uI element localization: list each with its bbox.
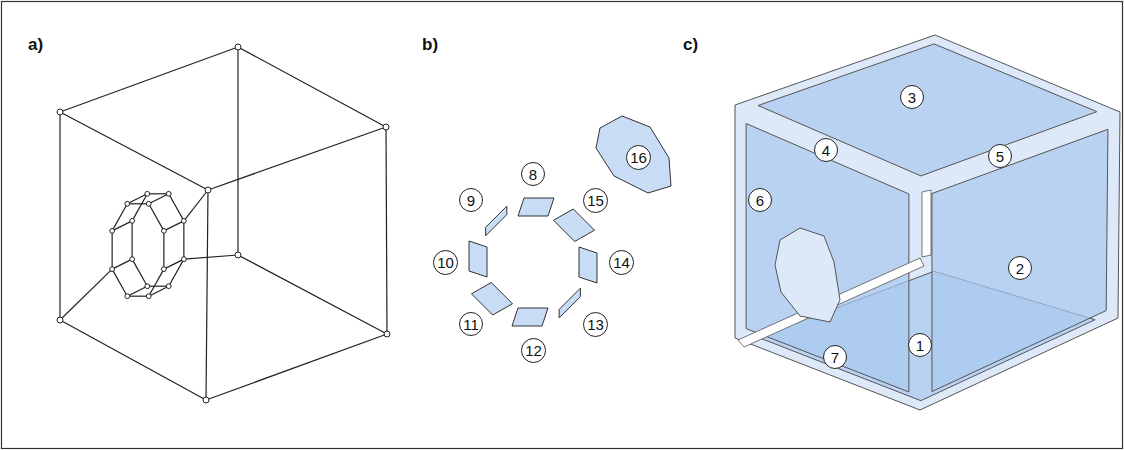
cube-body: [735, 35, 1120, 410]
graph-vertex: [203, 397, 209, 403]
plane-cube: [735, 35, 1120, 410]
graph-edge: [132, 259, 147, 286]
graph-edge: [149, 194, 169, 204]
callout-number: 2: [1008, 256, 1032, 280]
graph-vertex: [145, 191, 150, 196]
graph-edge: [147, 286, 168, 287]
graph-vertex: [110, 228, 115, 233]
graph-edge: [132, 221, 133, 259]
callout-number: 10: [433, 250, 458, 275]
graph-vertex: [161, 228, 166, 233]
graph-edge: [127, 286, 147, 296]
graph-edge: [127, 296, 148, 297]
right-plane: [932, 129, 1108, 391]
callout-number: 11: [459, 312, 483, 336]
graph-vertex: [161, 267, 166, 272]
graph-vertex: [57, 109, 63, 115]
left-plane: [746, 124, 909, 392]
graph-edge: [184, 255, 238, 259]
graph-vertex: [146, 294, 151, 299]
graph-vertex: [125, 294, 130, 299]
graph-edge: [60, 112, 208, 190]
callout-number: 1: [908, 333, 932, 357]
tile-ring: [469, 116, 671, 326]
graph-edge: [112, 221, 132, 231]
graph-vertex: [181, 257, 186, 262]
callout-number: 16: [626, 145, 651, 170]
graph-vertex: [235, 252, 241, 258]
callout-number: 9: [459, 188, 483, 212]
graph-vertex: [181, 218, 186, 223]
graph-edge: [163, 231, 164, 269]
graph-vertex: [383, 124, 389, 130]
graph-edge: [386, 127, 387, 334]
panel-label: b): [422, 36, 438, 53]
ring-tile: [486, 206, 507, 236]
panel-label: a): [28, 36, 43, 53]
graph-vertex: [130, 257, 135, 262]
callout-number: 4: [814, 138, 838, 162]
callout-number: 14: [609, 250, 634, 275]
plane-hole: [775, 228, 840, 322]
graph-edge: [127, 194, 147, 204]
graph-edge: [149, 204, 164, 231]
graph-vertex: [110, 267, 115, 272]
callout-number: 5: [988, 144, 1012, 168]
ring-tile: [471, 283, 512, 316]
graph-edge: [164, 259, 184, 269]
graph-edge: [60, 47, 238, 112]
graph-edge: [169, 194, 184, 221]
graph-edge: [60, 269, 112, 320]
ring-tile: [559, 288, 580, 318]
ring-tile: [512, 308, 548, 326]
cut-slit: [922, 190, 931, 257]
graph-vertex: [125, 201, 130, 206]
graph-vertex: [384, 331, 390, 337]
callout-number: 3: [900, 85, 924, 109]
ring-tile: [554, 209, 595, 242]
graph-vertex: [146, 201, 151, 206]
graph-edge: [206, 190, 208, 400]
graph-edge: [238, 255, 387, 334]
callout-number: 6: [748, 188, 772, 212]
graph-edge: [112, 269, 127, 296]
callout-number: 12: [521, 338, 546, 363]
ring-tile: [518, 198, 554, 216]
callout-number: 7: [823, 345, 847, 369]
callout-number: 8: [521, 162, 545, 186]
graph-vertex: [130, 218, 135, 223]
ring-tile: [579, 247, 597, 283]
graph-edge: [149, 286, 169, 296]
graph-vertex: [166, 191, 171, 196]
graph-edge: [237, 47, 238, 255]
ring-tile: [469, 241, 487, 277]
graph-edge: [127, 203, 148, 204]
graph-vertex: [205, 187, 211, 193]
panel-label: c): [683, 36, 698, 53]
graph-vertex: [145, 284, 150, 289]
callout-number: 15: [583, 188, 608, 213]
graph-edge: [208, 127, 386, 190]
graph-edge: [206, 334, 387, 400]
graph-vertex: [166, 284, 171, 289]
octagon-tile: [596, 116, 671, 193]
graph-edge: [112, 231, 113, 269]
graph-edge: [183, 221, 184, 259]
cube-graph: [57, 44, 390, 403]
graph-edge: [112, 259, 132, 269]
graph-edge: [184, 190, 208, 221]
graph-edge: [60, 320, 206, 400]
graph-vertex: [57, 317, 63, 323]
graph-edge: [164, 221, 184, 231]
graph-edge: [238, 47, 386, 127]
callout-number: 13: [583, 312, 608, 337]
graph-edge: [147, 193, 168, 194]
graph-edge: [59, 112, 60, 320]
graph-vertex: [235, 44, 241, 50]
